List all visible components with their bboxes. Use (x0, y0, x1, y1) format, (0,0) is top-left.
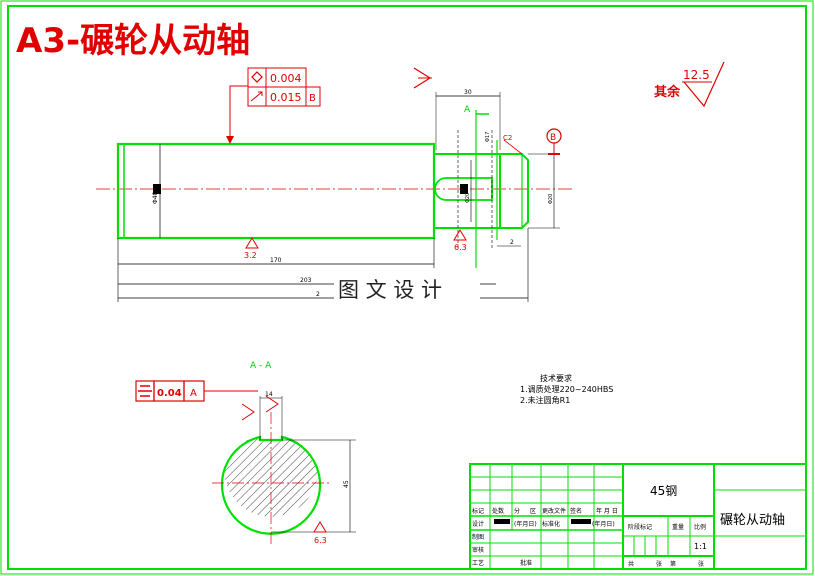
cylindricity-icon (251, 71, 263, 83)
gdt-frame-symmetry: 0.04 A (135, 380, 258, 402)
section-arrow-top (413, 67, 432, 89)
dim-groove-width: 2 (510, 239, 514, 246)
roughness-groove-symbol (453, 229, 467, 241)
gdt-cell-icon-1 (247, 67, 267, 88)
dim-overall: 2 (316, 291, 320, 298)
roughness-general-symbol (683, 61, 725, 108)
tb-sheets-total: 共 (628, 560, 634, 568)
title-block (469, 463, 807, 570)
tb-weight-label: 重量 (672, 523, 684, 531)
gdt-symmetry-datum: A (190, 388, 197, 399)
section-depth-dim: 45 (343, 480, 350, 488)
dim-small-dia: Φ20 (465, 193, 471, 203)
gdt-position-value: 0.015 (270, 91, 302, 104)
tb-header-5: 签名 (570, 507, 582, 515)
tb-scale-label: 比例 (694, 523, 706, 531)
chamfer-label: C2 (503, 134, 512, 142)
tb-sheet-unit: 张 (698, 560, 704, 568)
gdt-symmetry-value: 0.04 (157, 388, 182, 399)
tb-sheets-unit: 张 (656, 560, 662, 568)
roughness-general-value: 12.5 (683, 68, 710, 82)
watermark-bg (334, 270, 480, 304)
dim-keyway-depth: Φ17 (485, 132, 491, 142)
dim-203: 203 (300, 277, 312, 284)
tb-header-4: 更改文件 (542, 507, 566, 515)
roughness-shaft-value: 3.2 (244, 251, 257, 260)
tb-part-name: 碾轮从动轴 (720, 513, 785, 528)
notes-line-1: 1.调质处理220~240HBS (520, 384, 613, 394)
roughness-groove-value: 6.3 (454, 243, 467, 252)
tb-scale: 1:1 (694, 542, 707, 551)
section-marker: A (464, 105, 471, 115)
tb-header-0: 标记 (472, 507, 484, 515)
section-view: A - A 14 45 6.3 (212, 361, 356, 546)
tb-sheet-label: 第 (670, 560, 676, 568)
tb-standardize-date: (年月日) (592, 520, 615, 528)
section-outline (220, 435, 322, 535)
title-block-text: 标记 处数 分 区 更改文件 签名 年 月 日 设计 (年月日) 标准化 (年月… (472, 484, 785, 568)
runout-arrow-icon (250, 91, 263, 102)
shaft-main-view: A (96, 105, 574, 268)
datum-b-label: B (550, 133, 556, 143)
dim-30: 30 (464, 89, 472, 96)
notes-line-2: 2.未注圆角R1 (520, 395, 570, 405)
gdt-runout-value: 0.004 (270, 72, 302, 85)
tb-design-label: 设计 (472, 520, 484, 528)
tb-drafting-label: 制图 (472, 533, 484, 541)
tb-stage-label: 阶段标记 (628, 523, 652, 531)
tb-header-6: 年 月 日 (596, 507, 618, 515)
tb-header-2: 分 (514, 507, 520, 515)
tb-design-date: (年月日) (514, 520, 537, 528)
tb-bar-1 (494, 519, 510, 524)
dim-170: 170 (270, 257, 282, 264)
keyway-slot (434, 177, 493, 201)
dim-groove-dia: Φ20 (548, 194, 554, 204)
tb-process-label: 工艺 (472, 559, 484, 567)
keyway-arrow-left (241, 403, 255, 421)
center-mark (153, 184, 161, 194)
roughness-shaft: 3.2 (244, 237, 259, 260)
technical-notes: 技术要求 1.调质处理220~240HBS 2.未注圆角R1 (520, 373, 613, 405)
roughness-section-symbol (313, 521, 327, 533)
roughness-shaft-symbol (245, 237, 259, 249)
section-key-dim: 14 (265, 391, 273, 398)
diameter-dims: Φ40 Φ20 Φ17 Φ20 (152, 132, 560, 238)
tb-bar-2 (571, 519, 591, 524)
drawing-title: A3-碾轮从动轴 (16, 21, 250, 61)
roughness-general-label: 其余 (654, 84, 681, 100)
tb-header-1: 处数 (492, 507, 504, 515)
watermark: 图 文 设 计 (338, 278, 442, 302)
gdt-position-datum: B (309, 93, 316, 104)
notes-heading: 技术要求 (540, 373, 572, 383)
gdt-leader-arrow (226, 136, 234, 144)
tb-review-label: 审核 (472, 546, 484, 554)
dim-main-dia: Φ40 (152, 191, 159, 204)
chamfer-leader (503, 139, 523, 155)
shaft-main-body (116, 142, 436, 240)
center-mark-2 (460, 184, 468, 194)
tb-standardize-label: 标准化 (542, 520, 560, 528)
tb-material: 45钢 (650, 484, 677, 498)
roughness-general: 12.5 其余 (654, 61, 725, 108)
gdt-leader (229, 85, 248, 142)
section-title: A - A (250, 361, 272, 371)
roughness-groove: 6.3 (453, 229, 467, 252)
tb-approve-label: 批准 (520, 559, 532, 567)
shaft-end (499, 153, 529, 229)
roughness-section-value: 6.3 (314, 536, 327, 545)
gdt-frame-top: 0.004 0.015 B (226, 67, 321, 144)
inner-frame (7, 5, 807, 570)
gdt-cell-datum (305, 86, 321, 107)
tb-header-3: 区 (530, 508, 536, 515)
keyway-arrow-right (265, 395, 279, 413)
